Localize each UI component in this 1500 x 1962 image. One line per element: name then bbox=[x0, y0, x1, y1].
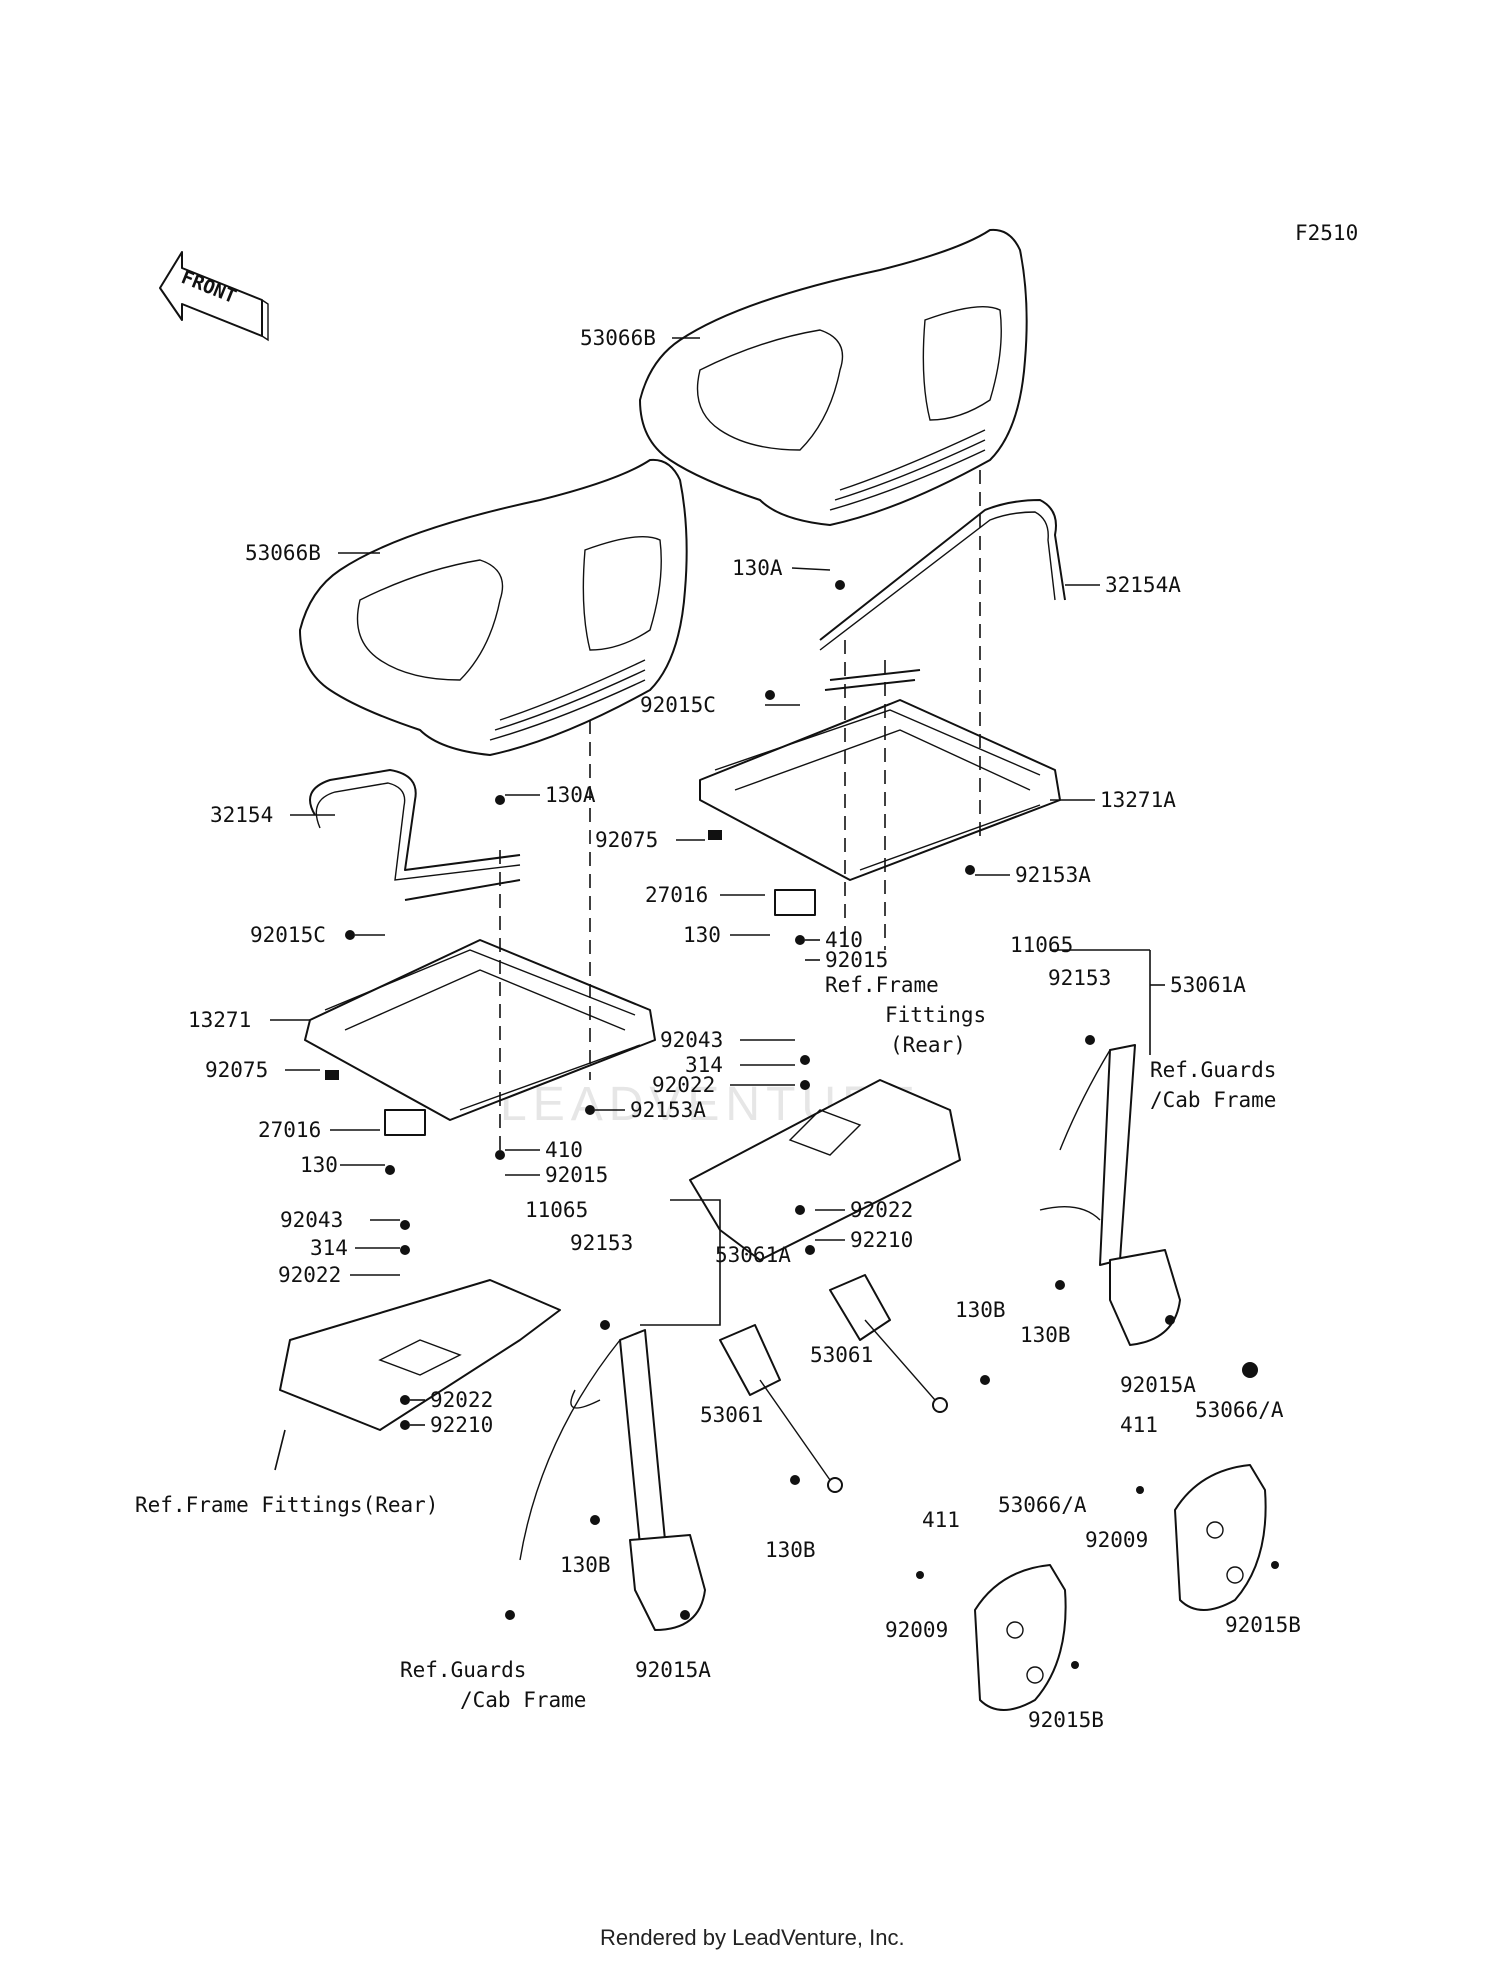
label-92015: 92015 bbox=[545, 1163, 608, 1187]
label-92043: 92043 bbox=[660, 1028, 723, 1052]
base-plate-13271A bbox=[699, 699, 1061, 881]
label-92075: 92075 bbox=[595, 828, 658, 852]
grab-bar-32154 bbox=[309, 769, 521, 901]
label-ref-guards: Ref.Guards bbox=[400, 1658, 526, 1682]
label-53066B: 53066B bbox=[245, 541, 321, 565]
label-53061: 53061 bbox=[700, 1403, 763, 1427]
seat-belt-left bbox=[519, 1329, 706, 1631]
label-130B: 130B bbox=[955, 1298, 1006, 1322]
label-411: 411 bbox=[922, 1508, 960, 1532]
label-92015C: 92015C bbox=[250, 923, 326, 947]
label-11065: 11065 bbox=[525, 1198, 588, 1222]
label-130B: 130B bbox=[560, 1553, 611, 1577]
label-32154A: 32154A bbox=[1105, 573, 1181, 597]
label-92043: 92043 bbox=[280, 1208, 343, 1232]
label-53066B: 53066B bbox=[580, 326, 656, 350]
footer-credit: Rendered by LeadVenture, Inc. bbox=[600, 1925, 905, 1950]
label-53066A: 53066/A bbox=[1195, 1398, 1284, 1422]
label-ref-guards: /Cab Frame bbox=[460, 1688, 586, 1712]
part-labels: 53066B 53066B 130A 32154A 92015C 13271A … bbox=[135, 326, 1301, 1732]
label-92153A: 92153A bbox=[1015, 863, 1091, 887]
buckle-53061-a bbox=[829, 1274, 948, 1413]
leader-lines bbox=[270, 337, 1165, 1471]
buckle-53061-b bbox=[719, 1324, 843, 1493]
label-92153: 92153 bbox=[1048, 966, 1111, 990]
label-92015B: 92015B bbox=[1225, 1613, 1301, 1637]
label-ref-frame: Fittings bbox=[885, 1003, 986, 1027]
label-410: 410 bbox=[545, 1138, 583, 1162]
label-ref-frame: Ref.Frame bbox=[825, 973, 939, 997]
label-92009: 92009 bbox=[1085, 1528, 1148, 1552]
label-92022: 92022 bbox=[430, 1388, 493, 1412]
label-53066A: 53066/A bbox=[998, 1493, 1087, 1517]
label-13271A: 13271A bbox=[1100, 788, 1176, 812]
label-92210: 92210 bbox=[850, 1228, 913, 1252]
label-92153A: 92153A bbox=[630, 1098, 706, 1122]
label-ref-guards: Ref.Guards bbox=[1150, 1058, 1276, 1082]
label-92022: 92022 bbox=[278, 1263, 341, 1287]
label-ref-frame: (Rear) bbox=[890, 1033, 966, 1057]
seat-right bbox=[639, 228, 1028, 526]
label-92015C: 92015C bbox=[640, 693, 716, 717]
label-92210: 92210 bbox=[430, 1413, 493, 1437]
label-53061A: 53061A bbox=[1170, 973, 1246, 997]
front-arrow-icon: FRONT bbox=[159, 251, 269, 342]
label-32154: 32154 bbox=[210, 803, 273, 827]
seat-left bbox=[299, 458, 688, 756]
label-92015A: 92015A bbox=[1120, 1373, 1196, 1397]
label-53061A: 53061A bbox=[715, 1243, 791, 1267]
label-ref-frame: Ref.Frame Fittings(Rear) bbox=[135, 1493, 438, 1517]
label-130B: 130B bbox=[765, 1538, 816, 1562]
seat-belt-right bbox=[1039, 1044, 1181, 1346]
label-411: 411 bbox=[1120, 1413, 1158, 1437]
label-410: 410 bbox=[825, 928, 863, 952]
label-ref-guards: /Cab Frame bbox=[1150, 1088, 1276, 1112]
label-92009: 92009 bbox=[885, 1618, 948, 1642]
cover-53066A-b bbox=[974, 1564, 1067, 1711]
label-11065: 11065 bbox=[1010, 933, 1073, 957]
label-314: 314 bbox=[685, 1053, 723, 1077]
bracket-left bbox=[279, 1279, 561, 1431]
label-130A: 130A bbox=[732, 556, 783, 580]
label-53061: 53061 bbox=[810, 1343, 873, 1367]
label-130: 130 bbox=[300, 1153, 338, 1177]
label-92153: 92153 bbox=[570, 1231, 633, 1255]
label-92015: 92015 bbox=[825, 948, 888, 972]
grab-bar-32154A bbox=[819, 499, 1066, 691]
label-130: 130 bbox=[683, 923, 721, 947]
label-314: 314 bbox=[310, 1236, 348, 1260]
label-130A: 130A bbox=[545, 783, 596, 807]
label-130B: 130B bbox=[1020, 1323, 1071, 1347]
cover-53066A-a bbox=[1174, 1464, 1267, 1611]
base-plate-13271 bbox=[304, 939, 656, 1121]
alignment-lines bbox=[499, 470, 981, 1155]
label-92022: 92022 bbox=[652, 1073, 715, 1097]
label-27016: 27016 bbox=[645, 883, 708, 907]
label-92015B: 92015B bbox=[1028, 1708, 1104, 1732]
label-13271: 13271 bbox=[188, 1008, 251, 1032]
label-92075: 92075 bbox=[205, 1058, 268, 1082]
diagram-code: F2510 bbox=[1295, 221, 1358, 245]
hardware-dots bbox=[325, 580, 1279, 1669]
label-27016: 27016 bbox=[258, 1118, 321, 1142]
label-92022: 92022 bbox=[850, 1198, 913, 1222]
label-92015A: 92015A bbox=[635, 1658, 711, 1682]
